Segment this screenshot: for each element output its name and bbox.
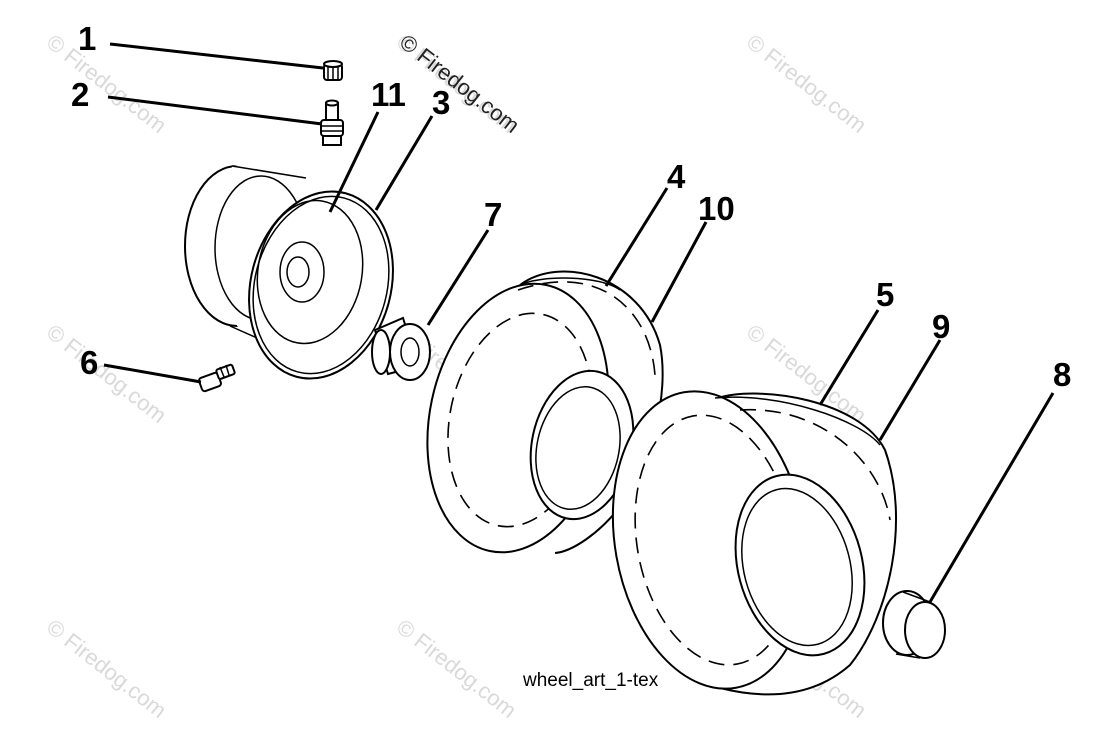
callout-4: 4 [667,158,686,195]
callout-5: 5 [876,276,894,313]
watermark: © Firedog.com [742,29,871,138]
front-tire-part [426,270,664,554]
callout-labels: 1 2 11 3 7 4 10 6 5 9 8 [71,20,1071,393]
rear-tire-part [611,390,898,696]
callout-7: 7 [484,196,502,233]
callout-9: 9 [932,308,950,345]
watermark-dark: © Firedog.com [395,29,524,138]
callout-1: 1 [78,20,96,57]
callout-8: 8 [1053,356,1071,393]
callout-6: 6 [80,344,98,381]
callout-2: 2 [71,76,89,113]
watermark: © Firedog.com [42,614,171,723]
grease-fitting-part [198,363,236,393]
leader-lines [103,42,1055,603]
valve-cap-part [323,60,343,81]
bushing-part [371,316,431,381]
figure-caption: wheel_art_1-tex [522,670,659,691]
valve-stem-part [320,99,344,146]
callout-10: 10 [698,190,735,227]
watermark: © Firedog.com [392,614,521,723]
wheel-rim-part [184,163,394,380]
callout-11: 11 [371,76,406,113]
hub-cap-part [882,590,946,660]
watermark: © Firedog.com [42,29,171,138]
callout-3: 3 [432,84,450,121]
